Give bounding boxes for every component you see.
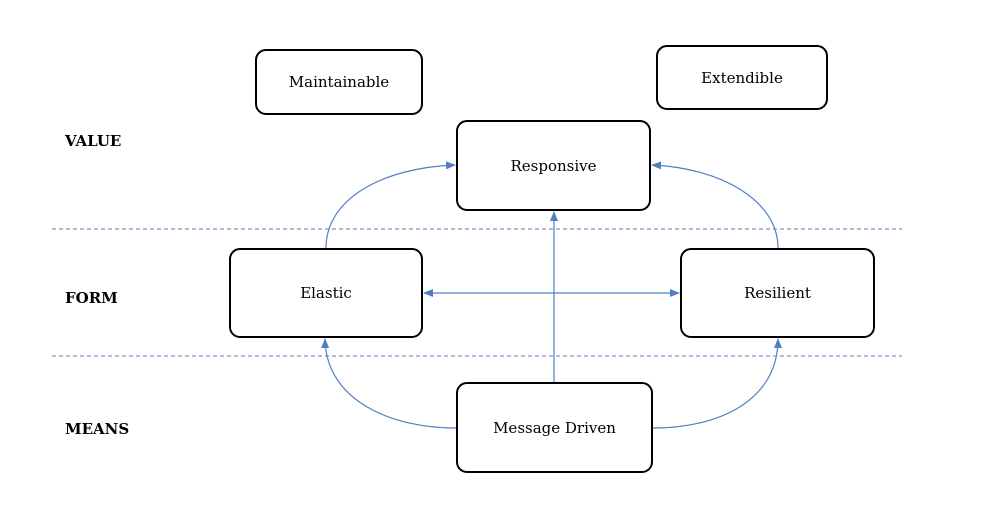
layer-label-form: FORM xyxy=(65,289,118,307)
node-elastic: Elastic xyxy=(229,248,423,338)
node-message-driven: Message Driven xyxy=(456,382,653,473)
node-extendible: Extendible xyxy=(656,45,828,110)
layer-label-means: MEANS xyxy=(65,420,130,438)
edge-resilient-responsive xyxy=(651,161,779,249)
edge-message-resilient xyxy=(652,338,782,429)
layer-label-value: VALUE xyxy=(65,132,122,150)
node-resilient: Resilient xyxy=(680,248,875,338)
node-maintainable: Maintainable xyxy=(255,49,423,115)
edge-elastic-responsive xyxy=(325,161,456,249)
edge-message-elastic xyxy=(321,338,457,429)
node-responsive: Responsive xyxy=(456,120,651,211)
